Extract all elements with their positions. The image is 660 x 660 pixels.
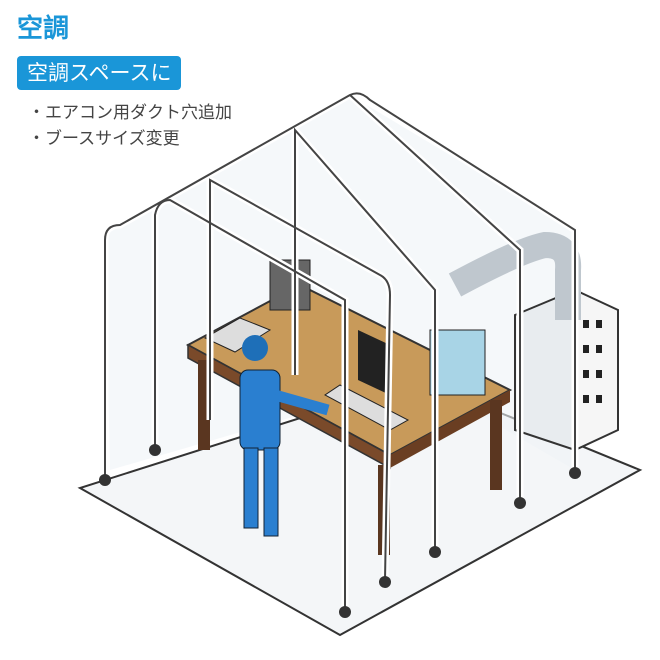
pc-tower [429, 329, 486, 396]
duct [448, 231, 582, 320]
feature-item: ブースサイズ変更 [28, 126, 232, 152]
casters [99, 444, 581, 618]
desk [185, 283, 513, 555]
section-badge: 空調スペースに [17, 56, 182, 90]
feature-list: エアコン用ダクト穴追加 ブースサイズ変更 [28, 100, 232, 152]
scale [203, 317, 272, 353]
feature-item: エアコン用ダクト穴追加 [28, 100, 232, 126]
worker [239, 335, 330, 537]
monitor [358, 330, 390, 395]
page-title: 空調 [17, 14, 70, 44]
